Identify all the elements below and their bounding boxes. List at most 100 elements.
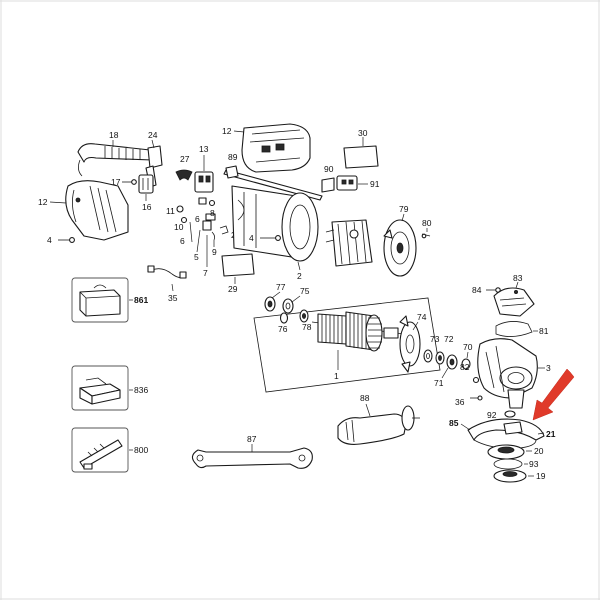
- label-79: 79: [399, 204, 409, 214]
- part-bearing-77[interactable]: [264, 296, 276, 312]
- label-10: 10: [174, 222, 184, 232]
- label-800: 800: [134, 445, 148, 455]
- label-75: 75: [300, 286, 310, 296]
- label-87: 87: [247, 434, 257, 444]
- part-spanner[interactable]: [191, 447, 313, 469]
- label-90: 90: [324, 164, 334, 174]
- label-21: 21: [546, 429, 556, 439]
- part-screw-4-center[interactable]: [260, 235, 281, 241]
- part-92[interactable]: [504, 410, 516, 418]
- part-screw-17[interactable]: [122, 179, 137, 185]
- part-accessory-800[interactable]: [79, 439, 123, 470]
- label-27: 27: [180, 154, 190, 164]
- part-stator[interactable]: [325, 219, 373, 267]
- label-18: 18: [109, 130, 119, 140]
- part-switch-spring[interactable]: [175, 169, 193, 181]
- label-861: 861: [134, 295, 148, 305]
- label-9: 9: [212, 247, 217, 257]
- label-4-left: 4: [47, 235, 52, 245]
- label-88: 88: [360, 393, 370, 403]
- label-29: 29: [228, 284, 238, 294]
- label-4-center: 4: [249, 233, 254, 243]
- part-rear-housing-left[interactable]: [65, 180, 129, 241]
- part-90[interactable]: [321, 177, 335, 193]
- part-washer-73[interactable]: [423, 349, 433, 363]
- part-78[interactable]: [299, 309, 309, 323]
- part-rating-plate[interactable]: [221, 253, 255, 277]
- part-76[interactable]: [279, 312, 289, 324]
- part-70[interactable]: [461, 358, 471, 370]
- label-82: 82: [460, 362, 470, 372]
- part-bearing-71[interactable]: [446, 354, 458, 370]
- part-washer-72[interactable]: [435, 351, 445, 365]
- part-screw-84[interactable]: [486, 287, 501, 293]
- label-72: 72: [444, 334, 454, 344]
- part-screw-36[interactable]: [470, 395, 483, 401]
- armature-outline: [253, 297, 441, 393]
- label-2: 2: [297, 271, 302, 281]
- label-5: 5: [194, 252, 199, 262]
- part-93[interactable]: [493, 458, 523, 470]
- label-36: 36: [455, 397, 465, 407]
- part-kitbox[interactable]: [79, 284, 121, 317]
- label-76: 76: [278, 324, 288, 334]
- label-74: 74: [417, 312, 427, 322]
- part-armature[interactable]: [311, 311, 405, 352]
- label-16: 16: [142, 202, 152, 212]
- label-92: 92: [487, 410, 497, 420]
- part-cable-clamp[interactable]: [138, 174, 154, 194]
- label-30: 30: [358, 128, 368, 138]
- part-side-handle[interactable]: [337, 405, 420, 445]
- label-7: 7: [203, 268, 208, 278]
- part-gasket-81[interactable]: [495, 321, 533, 337]
- part-fan-baffle[interactable]: [399, 315, 421, 373]
- part-switch[interactable]: [194, 171, 214, 193]
- label-93: 93: [529, 459, 539, 469]
- part-guard-set[interactable]: [79, 377, 121, 405]
- part-gear-head[interactable]: [477, 338, 538, 409]
- part-80[interactable]: [421, 233, 431, 239]
- label-89: 89: [228, 152, 238, 162]
- part-26[interactable]: [219, 225, 229, 235]
- part-wire[interactable]: [147, 265, 187, 279]
- label-6-upper: 6: [195, 214, 200, 224]
- label-3: 3: [546, 363, 551, 373]
- part-motor-housing[interactable]: [231, 185, 319, 262]
- label-91: 91: [370, 179, 380, 189]
- part-plate-30[interactable]: [343, 145, 379, 169]
- label-20: 20: [534, 446, 544, 456]
- frame-836: [71, 365, 129, 411]
- part-91[interactable]: [336, 175, 358, 191]
- part-outer-nut[interactable]: [493, 469, 527, 483]
- label-12-top: 12: [222, 126, 232, 136]
- label-8: 8: [210, 208, 215, 218]
- label-73: 73: [430, 334, 440, 344]
- label-77: 77: [276, 282, 286, 292]
- part-wheel-guard[interactable]: [467, 418, 545, 449]
- part-housing-top[interactable]: [241, 123, 311, 173]
- label-81: 81: [539, 326, 549, 336]
- label-12-left: 12: [38, 197, 48, 207]
- part-cable[interactable]: [77, 143, 153, 177]
- part-75[interactable]: [282, 298, 294, 314]
- label-70: 70: [463, 342, 473, 352]
- label-836: 836: [134, 385, 148, 395]
- part-inner-flange[interactable]: [487, 444, 525, 460]
- part-switch-rod[interactable]: [223, 165, 323, 201]
- label-6-lower: 6: [180, 236, 185, 246]
- part-82[interactable]: [472, 376, 480, 384]
- frame-800: [71, 427, 129, 473]
- label-1: 1: [334, 371, 339, 381]
- label-13: 13: [199, 144, 209, 154]
- label-84: 84: [472, 285, 482, 295]
- label-35: 35: [168, 293, 178, 303]
- label-19: 19: [536, 471, 546, 481]
- label-85: 85: [449, 418, 459, 428]
- part-gear-cover[interactable]: [493, 287, 535, 317]
- label-24: 24: [148, 130, 158, 140]
- part-switch-small-parts[interactable]: [176, 197, 216, 241]
- part-screw-4-left[interactable]: [58, 237, 75, 243]
- label-80: 80: [422, 218, 432, 228]
- part-bearing-flange[interactable]: [383, 219, 417, 277]
